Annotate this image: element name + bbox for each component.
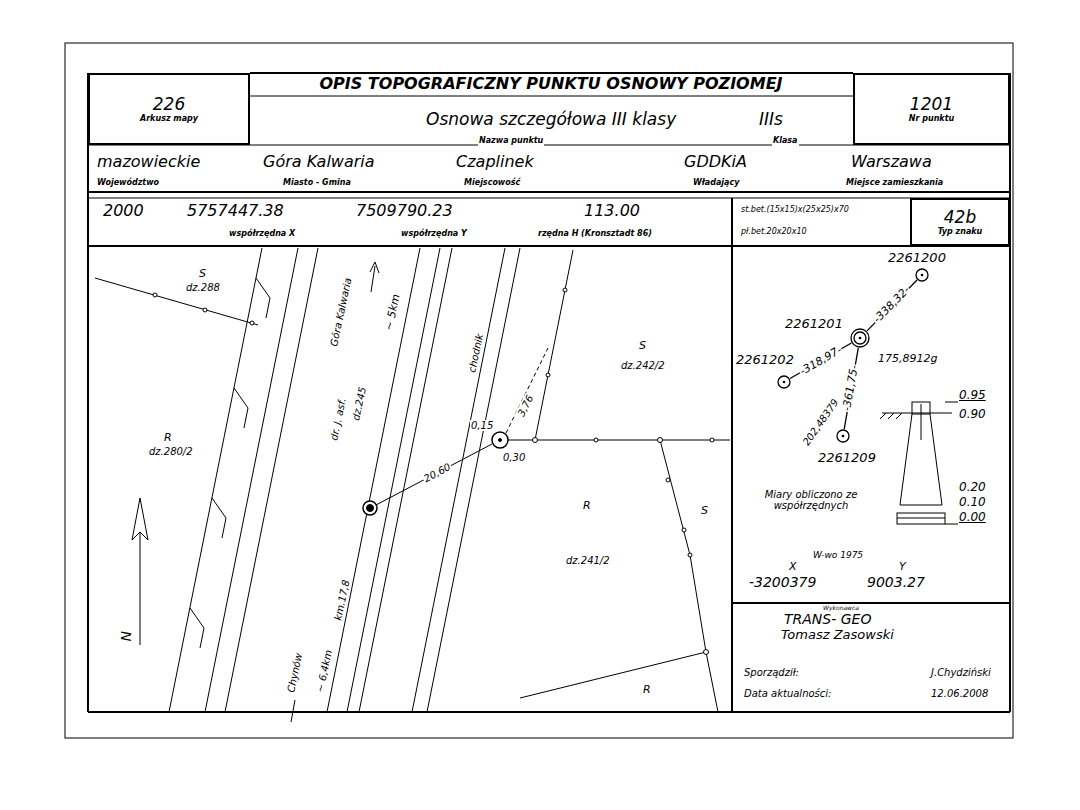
form-label: J.Chydziński (930, 667, 992, 678)
box-caption: Typ znaku (938, 227, 983, 236)
edge-distance: -338,32- (871, 284, 914, 327)
form-label: ~ 6,4km (314, 648, 334, 694)
form-label: S (638, 340, 647, 352)
form-label: S (700, 505, 709, 517)
point-symbol (850, 328, 870, 348)
form-label: st.bet.(15x15)x(25x25)x70 (740, 206, 850, 215)
form-label: N (118, 630, 133, 642)
form-label: Nazwa punktu (478, 137, 544, 146)
form-label: Wykonawca (822, 605, 860, 612)
box-value: 1201 (910, 95, 953, 115)
form-label: Klasa (772, 137, 799, 146)
form-label: 2000 (102, 202, 145, 220)
form-label: dr. J. asf. (328, 396, 348, 442)
form-label: współrzędna Y (400, 230, 468, 239)
form-label: 7509790.23 (355, 202, 454, 220)
box-value: 42b (944, 208, 976, 228)
survey-point: 2261200 (915, 268, 929, 282)
sight-line (790, 343, 851, 378)
form-label: dz.242/2 (620, 360, 666, 371)
form-label: Y (898, 561, 907, 573)
box-value: 226 (153, 95, 185, 115)
form-label: R (582, 500, 592, 512)
form-label: mazowieckie (96, 153, 201, 171)
point-number: 2261209 (818, 450, 876, 465)
form-label: 5757447.38 (186, 202, 285, 220)
point-number: 2261200 (888, 250, 946, 265)
form-label: Władający (692, 179, 740, 188)
form-label: 3,76 (515, 392, 536, 419)
survey-point: 2261202 (777, 375, 791, 389)
form-label: 202,48379 (800, 396, 841, 448)
form-label: rzędna H (Kronsztadt 86) (537, 230, 653, 239)
form-label: km.17,8 (332, 578, 352, 622)
form-label: Sporządził: (743, 667, 800, 678)
point-symbol (836, 429, 850, 443)
form-label: TRANS- GEO (783, 612, 872, 627)
form-label: Województwo (96, 179, 160, 188)
form-label: dz.288 (185, 282, 221, 293)
form-label: -3200379 (748, 575, 817, 590)
form-label: Miasto - Gmina (282, 179, 352, 188)
form-label: Góra Kalwaria (328, 276, 354, 348)
form-label: chodnik (466, 332, 485, 375)
sight-line (867, 280, 917, 331)
form-label: Miary obliczono ze współrzędnych (760, 489, 862, 511)
survey-point: 2261209 (836, 429, 850, 443)
form-label: Czaplinek (455, 153, 535, 171)
label-box: 226Arkusz mapy (88, 73, 250, 145)
form-label: Warszawa (850, 153, 933, 171)
form-label: Data aktualności: (743, 688, 832, 699)
form-label: Miejsce zamieszkania (845, 179, 944, 188)
survey-point: 2261201 (850, 328, 870, 348)
form-label: 113.00 (583, 202, 641, 220)
label-box: 42bTyp znaku (910, 198, 1010, 246)
form-label: W-wo 1975 (812, 551, 864, 561)
form-label: IIIs (758, 110, 784, 129)
form-label: 0.00 (958, 511, 987, 524)
form-label: Osnowa szczegółowa III klasy (425, 110, 677, 129)
form-label: S (198, 268, 207, 280)
box-caption: Nr punktu (909, 114, 954, 123)
form-label: 0.20 (958, 481, 987, 494)
form-label: GDDKiA (683, 153, 748, 171)
form-label: 0.90 (958, 408, 987, 421)
form-label: współrzędna X (228, 230, 296, 239)
form-label: R (642, 684, 652, 696)
form-label: 0,30 (502, 452, 526, 463)
form-label: pł.bet.20x20x10 (740, 228, 808, 237)
form-label: 0.95 (958, 389, 987, 402)
form-label: 9003.27 (866, 575, 926, 590)
form-label: 0,15 (470, 420, 494, 431)
form-label: dz.245 (350, 385, 368, 422)
edge-distance: -318,97- (797, 343, 845, 378)
form-label: 0.10 (958, 496, 987, 509)
form-label: X (788, 561, 798, 573)
point-symbol (915, 268, 929, 282)
point-number: 2261201 (785, 316, 843, 331)
edge-distance: -361,75- (841, 364, 861, 414)
form-label: dz.280/2 (148, 446, 194, 457)
form-label: 20,60 (421, 461, 453, 485)
form-label: R (163, 432, 173, 444)
form-label: Miejscowość (463, 179, 521, 188)
form-label: 175,8912g (877, 353, 938, 365)
form-label: ~ 5km (383, 292, 403, 332)
point-number: 2261202 (736, 352, 794, 367)
label-box: 1201Nr punktu (853, 73, 1010, 145)
form-label: 12.06.2008 (930, 688, 989, 699)
form-label: dz.241/2 (565, 555, 611, 566)
form-label: Góra Kalwaria (262, 153, 376, 171)
form-label: Tomasz Zasowski (780, 628, 895, 642)
box-caption: Arkusz mapy (140, 114, 198, 123)
form-label: Chynów (285, 651, 304, 694)
point-symbol (777, 375, 791, 389)
form-title: OPIS TOPOGRAFICZNY PUNKTU OSNOWY POZIOME… (318, 75, 783, 93)
